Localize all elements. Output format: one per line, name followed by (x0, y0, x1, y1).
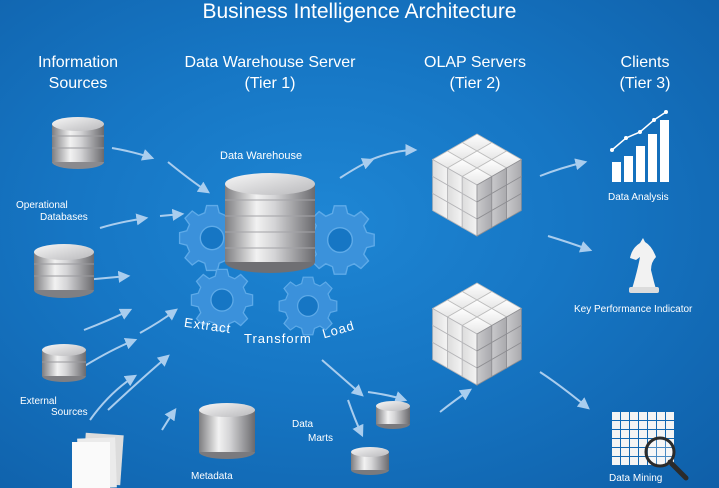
database-icon (52, 117, 104, 169)
column-header-line: OLAP Servers (424, 54, 526, 71)
operational-databases-label-1: Operational (16, 200, 68, 211)
data-analysis-label: Data Analysis (608, 192, 669, 203)
column-header-line: (Tier 3) (619, 75, 671, 92)
olap-cube-icon (431, 133, 523, 237)
database-icon (34, 244, 94, 298)
data-mining-icon (612, 412, 689, 481)
data-warehouse-icon (225, 173, 315, 273)
column-header-line: Clients (620, 54, 670, 71)
data-mining-label: Data Mining (609, 473, 663, 484)
external-sources-label-1: External (20, 396, 57, 407)
column-header-tier1: Data Warehouse Server (Tier 1) (170, 52, 370, 94)
kpi-label: Key Performance Indicator (574, 304, 693, 315)
external-sources-label-2: Sources (51, 407, 88, 418)
metadata-icon (199, 403, 255, 459)
knight-icon (629, 238, 659, 293)
column-header-tier3: Clients (Tier 3) (590, 52, 700, 94)
metadata-label: Metadata (191, 471, 233, 482)
data-mart-icon (376, 401, 410, 429)
diagram-title: Business Intelligence Architecture (202, 0, 517, 23)
column-header-line: (Tier 2) (449, 75, 501, 92)
data-warehouse-label: Data Warehouse (220, 150, 303, 162)
column-header-information-sources: Information Sources (18, 52, 138, 94)
column-header-line: (Tier 1) (244, 75, 296, 92)
data-mart-icon (351, 447, 389, 475)
data-marts-label-1: Data (292, 419, 314, 430)
documents-icon (72, 432, 124, 488)
column-header-tier2: OLAP Servers (Tier 2) (400, 52, 550, 94)
database-icon (42, 344, 86, 382)
operational-databases-label-2: Databases (40, 212, 88, 223)
data-marts-label-2: Marts (308, 433, 333, 444)
column-header-line: Sources (48, 75, 108, 92)
data-analysis-icon (610, 110, 669, 182)
olap-cube-icon (431, 282, 523, 386)
column-header-line: Data Warehouse Server (184, 54, 356, 71)
flow-arrows (77, 144, 593, 438)
etl-transform-label: Transform (244, 331, 312, 346)
column-header-line: Information (37, 54, 119, 71)
